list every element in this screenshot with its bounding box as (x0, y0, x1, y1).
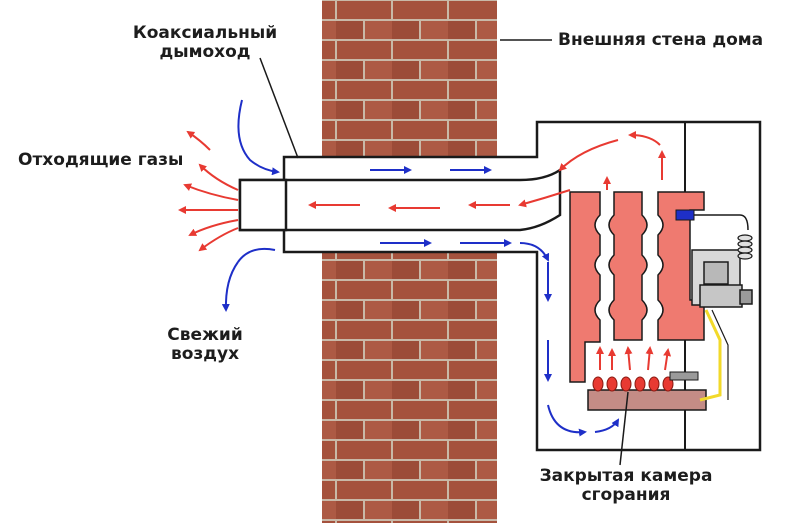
label-exhaust-gases: Отходящие газы (18, 151, 208, 170)
label-fresh-air: Свежий воздух (160, 326, 250, 364)
outer-wall (322, 0, 497, 523)
label-coaxial-chimney-line2: дымоход (159, 42, 251, 62)
label-closed-chamber-line1: Закрытая камера (539, 466, 713, 486)
label-coaxial-chimney-line1: Коаксиальный (132, 23, 278, 43)
burner-flames (592, 376, 674, 392)
coaxial-inner-pipe (238, 167, 562, 232)
pilot-tube (669, 371, 699, 381)
leader-lines (259, 39, 629, 466)
label-outer-wall: Внешняя стена дома (558, 31, 794, 50)
exhaust-arrows (178, 130, 672, 371)
label-fresh-air-line2: воздух (170, 344, 240, 364)
thermocouple-wire (699, 309, 722, 402)
heat-exchanger (569, 191, 705, 383)
fresh-air-arrows (221, 99, 620, 437)
ignition-coil (737, 234, 753, 260)
electrode (675, 209, 695, 221)
electrode-wire (694, 214, 749, 231)
label-outer-wall-text: Внешняя стена дома (558, 30, 764, 50)
label-exhaust-gases-text: Отходящие газы (18, 150, 184, 170)
thermocouple-wire-outline (711, 309, 729, 400)
gas-valve (691, 249, 753, 308)
label-closed-chamber: Закрытая камера сгорания (526, 467, 726, 505)
label-fresh-air-line1: Свежий (167, 325, 243, 345)
burner (587, 389, 707, 411)
inner-pipe-end (238, 178, 288, 232)
label-coaxial-chimney: Коаксиальный дымоход (127, 24, 283, 62)
label-closed-chamber-line2: сгорания (581, 485, 671, 505)
